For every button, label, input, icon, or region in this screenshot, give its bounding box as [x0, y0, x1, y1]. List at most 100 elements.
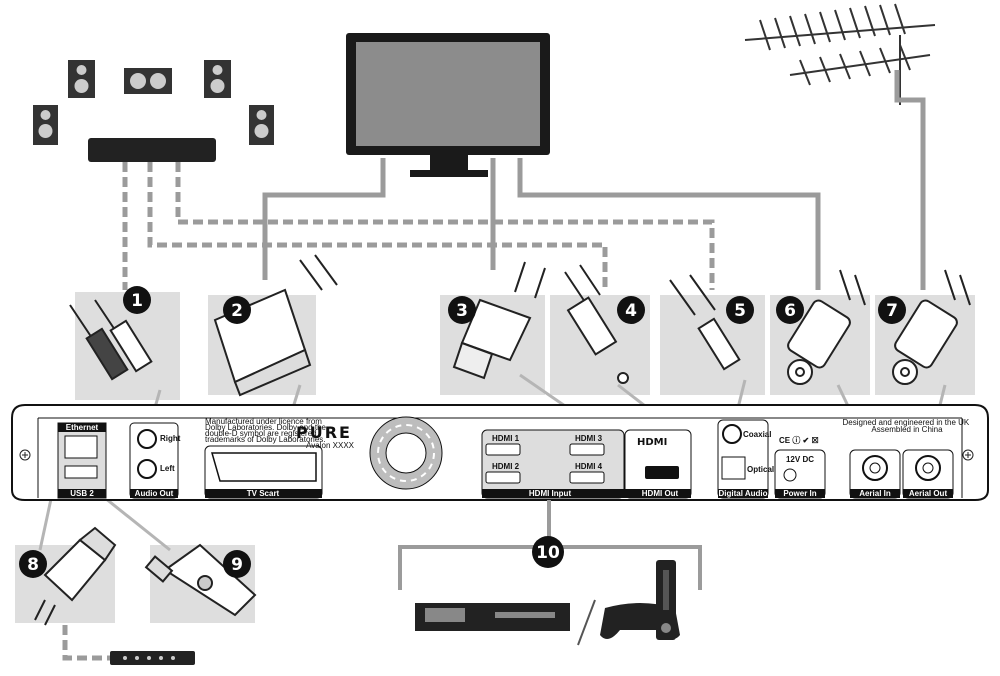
- hdmi3-port: [569, 443, 605, 456]
- rca-plugs-icon: [69, 299, 153, 381]
- svg-text:4: 4: [625, 301, 637, 321]
- speaker-icon: [204, 60, 231, 98]
- digital-audio-port-group: Coaxial Optical Digital Audio: [717, 419, 774, 499]
- separator-slash: [577, 599, 596, 646]
- aerial-plug-icon: [787, 269, 866, 385]
- ethernet-cable: [62, 625, 110, 661]
- router-icon: [110, 651, 195, 665]
- device-back-panel: Ethernet USB 2 Right Left Audio Out Manu…: [11, 404, 989, 501]
- callout-badge-10: 10: [532, 536, 564, 568]
- optical-label: Optical: [747, 465, 774, 474]
- aerial-out-socket: [915, 455, 941, 481]
- av-receiver-icon: [88, 138, 216, 162]
- speaker-icon: [68, 60, 95, 98]
- hdmi1-port: [485, 443, 521, 456]
- aerial-port-group: Aerial In Aerial Out: [849, 449, 954, 499]
- hdmi2-label: HDMI 2: [492, 462, 520, 471]
- speakers: [33, 60, 274, 162]
- callout-badges: 1 2 3 4 5 6 7 8 9 10: [19, 286, 906, 578]
- audio-left-jack: [137, 459, 157, 479]
- scart-cable: [262, 158, 386, 280]
- left-label: Left: [160, 464, 175, 473]
- usb-label: USB 2: [70, 489, 94, 498]
- ethernet-usb-port-group: Ethernet USB 2: [57, 422, 107, 499]
- svg-text:7: 7: [886, 301, 898, 321]
- scart-plug-icon: [213, 254, 338, 397]
- optical-cable: [147, 162, 608, 290]
- aerial-out-label: Aerial Out: [909, 489, 948, 498]
- callout-badge-7: 7: [878, 296, 906, 324]
- power-jack: [783, 468, 797, 482]
- svg-text:8: 8: [27, 555, 39, 575]
- hdmi-plug-icon: [452, 261, 546, 380]
- scart-socket: [211, 452, 317, 482]
- ethernet-port: [64, 435, 98, 459]
- aerial-plug-icon: [892, 269, 971, 385]
- coaxial-label: Coaxial: [743, 430, 771, 439]
- hdmi4-label: HDMI 4: [575, 462, 603, 471]
- hdmi1-label: HDMI 1: [492, 434, 520, 443]
- aerial-in-label: Aerial In: [859, 489, 891, 498]
- game-console-icon: [656, 560, 676, 640]
- screw-icon: [962, 449, 974, 461]
- tv-cables: [262, 70, 926, 290]
- callout-badge-1: 1: [123, 286, 151, 314]
- optical-plug-icon: [564, 264, 629, 384]
- pure-logo: PURE: [296, 423, 352, 442]
- audio-out-port-group: Right Left Audio Out: [129, 422, 181, 499]
- svg-text:10: 10: [536, 543, 560, 563]
- dvd-player-icon: [415, 603, 570, 631]
- callout-badge-3: 3: [448, 296, 476, 324]
- hdmi-logo: HDMI: [637, 437, 667, 448]
- hdmi-input-label: HDMI Input: [529, 489, 572, 498]
- aerial-cable: [517, 158, 821, 290]
- center-speaker-icon: [124, 68, 172, 94]
- hdmi3-label: HDMI 3: [575, 434, 603, 443]
- receiver-cables: [62, 162, 715, 661]
- tv-icon: [346, 33, 550, 177]
- hdmi-port-group: HDMI 1 HDMI 2 HDMI 3 HDMI 4 HDMI HDMI In…: [481, 429, 692, 499]
- callout-badge-9: 9: [223, 550, 251, 578]
- svg-text:1: 1: [131, 291, 143, 311]
- usb-stick-icon: [144, 543, 257, 617]
- svg-text:5: 5: [734, 301, 746, 321]
- fan-vent-icon: [369, 416, 443, 490]
- svg-text:9: 9: [231, 555, 243, 575]
- speaker-icon: [249, 105, 274, 145]
- usb-port: [64, 465, 98, 479]
- callout-badge-4: 4: [617, 296, 645, 324]
- callout-badge-6: 6: [776, 296, 804, 324]
- speaker-icon: [33, 105, 58, 145]
- callout-badge-5: 5: [726, 296, 754, 324]
- aerial-antenna-icon: [744, 3, 936, 105]
- hdmi-out-port: [645, 466, 679, 479]
- hdmi-out-label: HDMI Out: [642, 489, 679, 498]
- made-in-notice: Designed and engineered in the UK Assemb…: [843, 418, 972, 434]
- power-rating-label: 12V DC: [786, 455, 814, 464]
- right-label: Right: [160, 434, 181, 443]
- optical-port: [721, 456, 746, 480]
- screw-icon: [19, 449, 31, 461]
- ethernet-label: Ethernet: [66, 423, 99, 432]
- hdmi-sources: [110, 560, 680, 665]
- tv-scart-port-group: Manufactured under licence from Dolby La…: [204, 417, 328, 499]
- antenna-cable: [894, 70, 926, 290]
- hdmi2-port: [485, 471, 521, 484]
- svg-text:3: 3: [456, 301, 468, 321]
- audio-right-jack: [137, 429, 157, 449]
- svg-text:2: 2: [231, 301, 243, 321]
- coaxial-plug-icon: [669, 274, 741, 371]
- callout-badge-8: 8: [19, 550, 47, 578]
- coaxial-cable: [175, 162, 715, 290]
- hdmi4-port: [569, 471, 605, 484]
- power-in-port-group: 12V DC Power In: [774, 449, 826, 499]
- digital-audio-label: Digital Audio: [718, 489, 767, 498]
- dolby-notice: Manufactured under licence from Dolby La…: [205, 417, 328, 444]
- aerial-in-socket: [862, 455, 888, 481]
- compliance-marks: CE ⓘ ✔ ☒: [779, 435, 819, 445]
- model-label: Avalon XXXX: [306, 441, 355, 450]
- audio-out-label: Audio Out: [135, 489, 174, 498]
- tv-scart-label: TV Scart: [247, 489, 280, 498]
